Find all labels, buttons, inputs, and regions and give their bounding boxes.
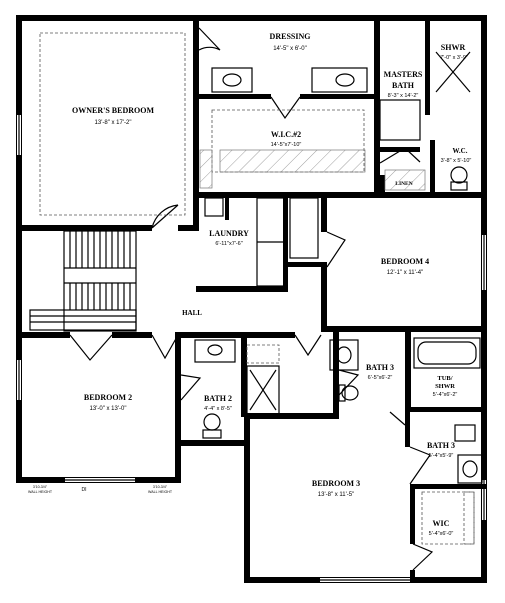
laundry-name: LAUNDRY xyxy=(209,229,249,238)
masters-bath-name-1: MASTERS xyxy=(384,70,423,79)
wic2-dims: 14'-5"x7'-10" xyxy=(271,142,302,148)
left-note-a: 3'10-3/4" xyxy=(33,485,48,489)
hall-name: HALL xyxy=(182,309,202,317)
tub-shwr-dims: 5'-4"x6'-2" xyxy=(433,392,458,398)
bath2-name: BATH 2 xyxy=(204,394,232,403)
bath3b-dims: 5'-4"x5'-9" xyxy=(429,453,454,459)
tub-shwr-name-1: TUB/ xyxy=(437,375,452,382)
bath3b-name: BATH 3 xyxy=(427,441,455,450)
wall-height-notes: 3'10-3/4" WALL HEIGHT 3'10-3/4" WALL HEI… xyxy=(28,485,173,494)
dressing-name: DRESSING xyxy=(270,32,311,41)
owners-bedroom-name: OWNER'S BEDROOM xyxy=(72,106,154,115)
interior-walls xyxy=(22,15,487,580)
bath2-dims: 4'-4" x 8'-5" xyxy=(204,406,232,412)
wic2-name: W.I.C.#2 xyxy=(271,130,301,139)
bedroom4-name: BEDROOM 4 xyxy=(381,257,429,266)
masters-bath-name-2: BATH xyxy=(392,81,415,90)
right-note-b: WALL HEIGHT xyxy=(148,490,173,494)
bedroom3-name: BEDROOM 3 xyxy=(312,479,360,488)
bedroom3-dims: 13'-8" x 11'-5" xyxy=(318,492,354,498)
plan-mark: DI xyxy=(82,487,87,493)
bedroom2-name: BEDROOM 2 xyxy=(84,393,132,402)
tub-shwr-name-2: SHWR xyxy=(435,383,455,390)
masters-bath-dims: 8'-3" x 14'-2" xyxy=(388,93,419,99)
door-swings xyxy=(69,27,434,571)
shwr-name: SHWR xyxy=(441,43,466,52)
fixtures xyxy=(39,32,483,545)
right-note-a: 3'10-3/4" xyxy=(153,485,168,489)
dressing-dims: 14'-5" x 6'-0" xyxy=(273,46,307,52)
linen-name: LINEN xyxy=(395,181,412,187)
stairs xyxy=(29,230,137,332)
bedroom4-dims: 12'-1" x 11'-4" xyxy=(387,270,423,276)
bedroom2-dims: 13'-0" x 13'-0" xyxy=(90,406,127,412)
wic-name: WIC xyxy=(433,519,450,528)
bath3-dims: 6'-5"x6'-2" xyxy=(368,375,393,381)
wc-name: W.C. xyxy=(453,147,468,155)
bath3-name: BATH 3 xyxy=(366,363,394,372)
exterior-walls xyxy=(16,15,487,583)
shwr-dims: 7'-0" x 3'-9" xyxy=(440,55,468,61)
owners-bedroom-dims: 13'-8" x 17'-2" xyxy=(95,120,132,126)
wic-dims: 5'-4"x6'-0" xyxy=(429,531,454,537)
left-note-b: WALL HEIGHT xyxy=(28,490,53,494)
wc-dims: 3'-8" x 5'-10" xyxy=(441,158,472,164)
room-labels: OWNER'S BEDROOM 13'-8" x 17'-2" DRESSING… xyxy=(72,32,471,537)
laundry-dims: 6'-11"x7'-6" xyxy=(215,241,242,247)
